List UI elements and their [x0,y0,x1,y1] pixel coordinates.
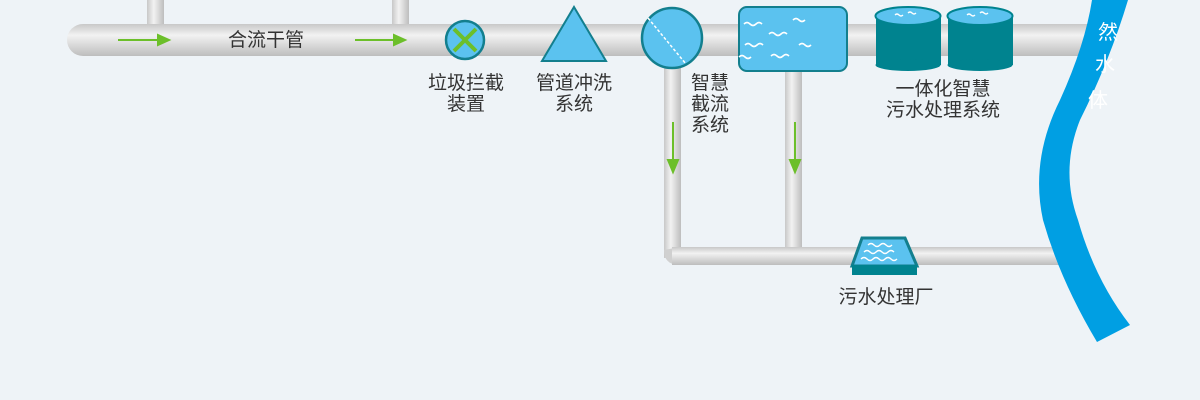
x-circle-icon [444,19,486,61]
river-label-char: 水 [1095,52,1115,76]
flow-arrow-icon [118,33,802,175]
main-pipe-label: 合流干管 [228,29,305,51]
triangle-icon [540,5,608,62]
treatment-plant-label: 污水处理厂 [838,286,934,308]
river-label-char: 体 [1088,88,1108,112]
feeder-pipe [392,0,409,30]
storage-tank-icon [738,6,848,72]
tanks-icon [874,6,1014,71]
trash-interceptor-label: 垃圾拦截装置 [427,72,504,115]
pipe-flushing-label: 管道冲洗系统 [535,72,612,115]
integrated-treatment-label: 一体化智慧污水处理系统 [885,78,1000,121]
feeder-pipe [147,0,164,30]
split-circle-icon [640,6,704,70]
storage-outlet-pipe [785,60,802,255]
smart-interception-label: 智慧截流系统 [690,72,729,136]
treatment-basin-icon [849,236,920,275]
river-label-char: 然 [1098,20,1118,44]
natural-water-body [1039,0,1130,342]
